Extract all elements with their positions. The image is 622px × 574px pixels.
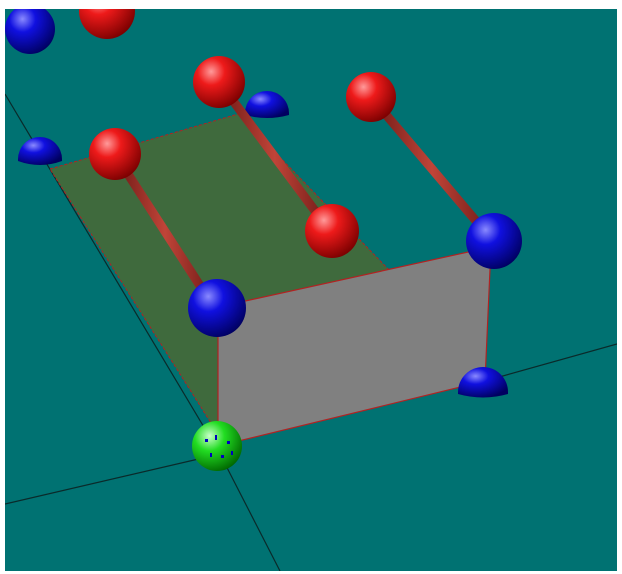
atom-blue-right[interactable] bbox=[466, 213, 522, 269]
axis-line-1b bbox=[219, 453, 281, 571]
bond-rod-2 bbox=[214, 77, 335, 236]
atom-green-origin[interactable] bbox=[192, 421, 242, 471]
atom-blue-top-left[interactable] bbox=[5, 9, 55, 54]
atom-red-1[interactable] bbox=[193, 56, 245, 108]
axis-line-3 bbox=[484, 343, 617, 382]
atom-blue-left[interactable] bbox=[18, 137, 62, 165]
3d-viewport[interactable] bbox=[5, 9, 617, 571]
atom-red-3[interactable] bbox=[89, 128, 141, 180]
atom-blue-right-low[interactable] bbox=[458, 367, 508, 398]
axis-line-2 bbox=[5, 453, 221, 505]
atom-red-4[interactable] bbox=[305, 204, 359, 258]
atom-blue-back[interactable] bbox=[245, 91, 289, 118]
atom-red-2[interactable] bbox=[346, 72, 396, 122]
bond-rod-3 bbox=[366, 92, 498, 246]
bond-rod-1 bbox=[110, 149, 220, 314]
atom-red-top[interactable] bbox=[79, 9, 135, 39]
green-atom-speckles bbox=[205, 435, 233, 458]
atom-blue-front[interactable] bbox=[188, 279, 246, 337]
molecule-scene[interactable] bbox=[5, 9, 617, 571]
